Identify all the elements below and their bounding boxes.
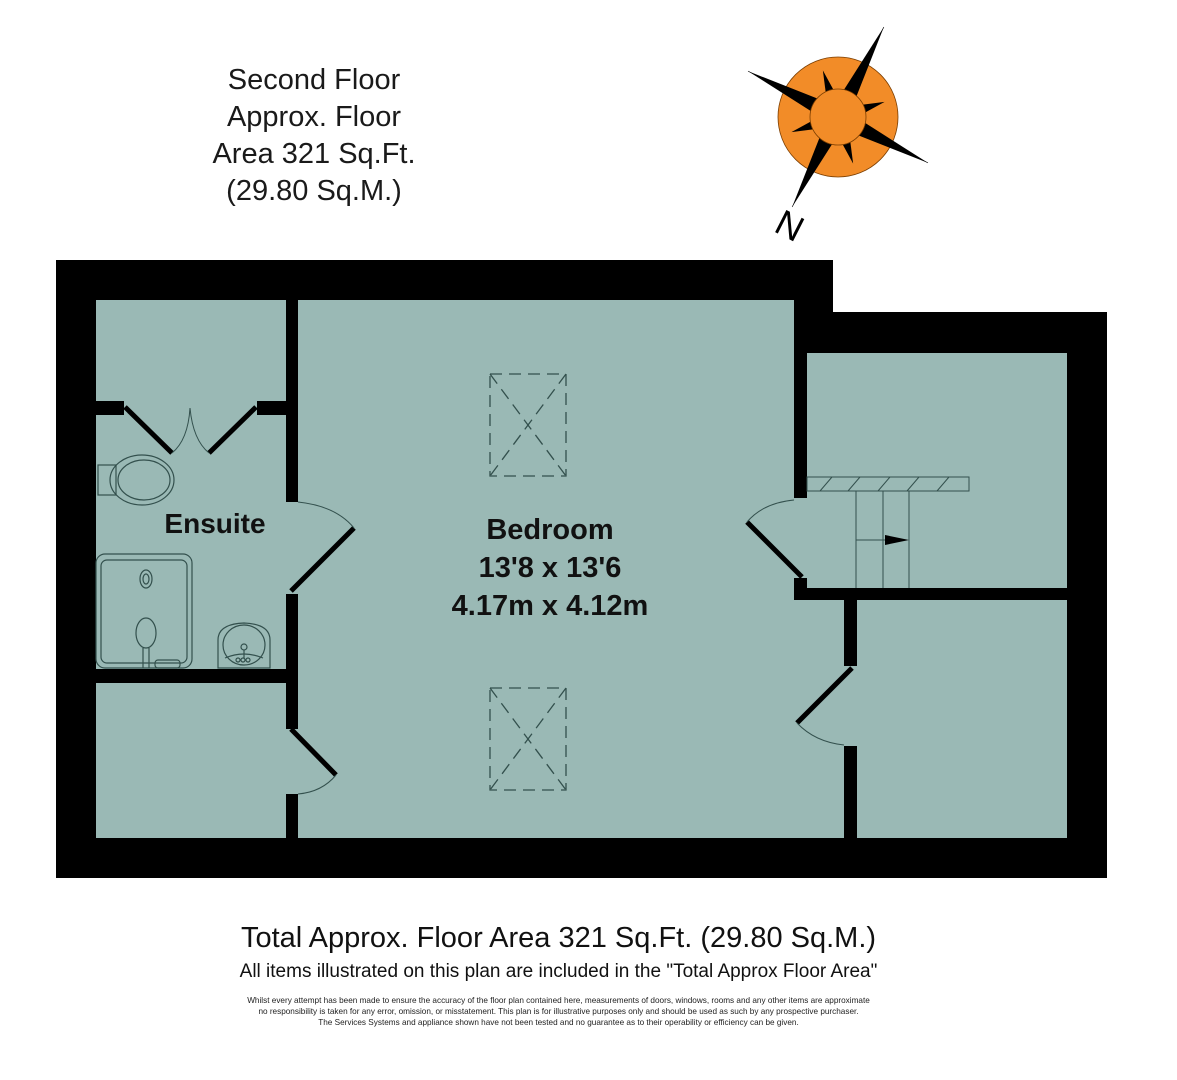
skylight-icon xyxy=(489,373,567,477)
floor-title-line: Approx. Floor xyxy=(226,101,402,133)
door-cupboard-left xyxy=(289,727,338,795)
bedroom-name: Bedroom xyxy=(486,514,614,546)
shower-icon xyxy=(95,553,193,669)
disclaimer-line: no responsibility is taken for any error… xyxy=(258,1007,859,1016)
wardrobe-wall-left xyxy=(96,401,124,415)
floor-title: Second Floor Approx. Floor Area 321 Sq.F… xyxy=(190,62,438,210)
bedroom-label: Bedroom 13'8 x 13'6 4.17m x 4.12m xyxy=(400,511,700,625)
room-ensuite xyxy=(96,300,286,669)
wardrobe-wall-right xyxy=(257,401,286,415)
room-store-right xyxy=(857,600,1067,838)
included-note: All items illustrated on this plan are i… xyxy=(239,961,878,982)
door-openings xyxy=(285,498,858,794)
wardrobe-doors xyxy=(123,405,258,455)
floor-title-line: Area 321 Sq.Ft. xyxy=(212,138,416,170)
skylight-icon xyxy=(489,687,567,791)
disclaimer: Whilst every attempt has been made to en… xyxy=(0,995,1117,1028)
bedroom-dims-imperial: 13'8 x 13'6 xyxy=(478,552,622,584)
staircase-icon xyxy=(806,476,970,588)
door-ensuite xyxy=(289,501,356,593)
room-cupboard-left xyxy=(96,683,286,838)
room-bedroom xyxy=(298,300,794,838)
ensuite-label: Ensuite xyxy=(164,508,266,539)
disclaimer-line: The Services Systems and appliance shown… xyxy=(318,1018,799,1027)
compass-rose-icon xyxy=(747,26,929,208)
door-stairwell xyxy=(745,499,804,579)
bedroom-dims-metric: 4.17m x 4.12m xyxy=(451,590,649,622)
north-label: N xyxy=(769,201,811,249)
disclaimer-line: Whilst every attempt has been made to en… xyxy=(247,996,870,1005)
toilet-icon xyxy=(97,454,175,506)
floor-title-line: Second Floor xyxy=(227,64,401,96)
door-store-right xyxy=(795,666,854,746)
stair-door-jamb xyxy=(794,578,807,590)
floor-title-line: (29.80 Sq.M.) xyxy=(226,175,402,207)
room-stairwell xyxy=(807,353,1067,588)
total-floor-area: Total Approx. Floor Area 321 Sq.Ft. (29.… xyxy=(240,922,877,954)
basin-icon xyxy=(217,622,271,669)
